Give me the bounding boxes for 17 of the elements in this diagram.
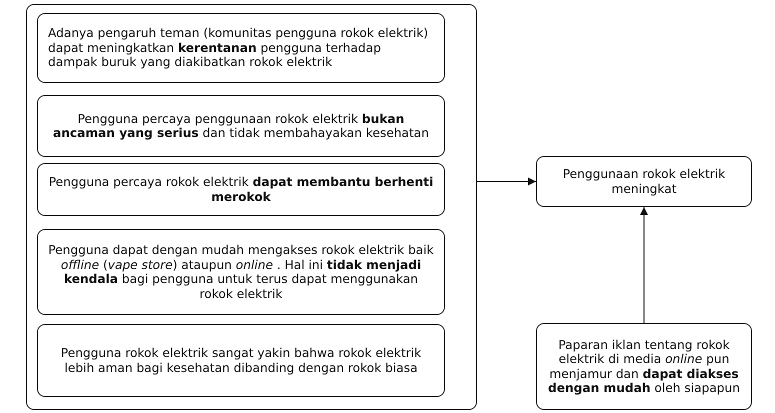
text-box xyxy=(536,323,752,410)
box-text: Penggunaan rokok elektrik meningkat xyxy=(562,167,726,196)
box-text: Adanya pengaruh teman (komunitas pengguna rokok elektrik) dapat meningkatkan kerentanan pengguna terhadap dampak buruk yang diakibatkan rokok elektrik xyxy=(48,26,430,70)
text-box xyxy=(37,163,445,216)
box-text: Pengguna rokok elektrik sangat yakin bahwa rokok elektrik lebih aman bagi kesehatan dibanding dengan rokok biasa xyxy=(60,346,422,375)
arrow xyxy=(476,178,536,186)
text-box xyxy=(37,324,445,397)
box-text: Pengguna percaya rokok elektrik dapat membantu berhenti merokok xyxy=(48,175,434,204)
text-box xyxy=(37,13,445,83)
box-text: Pengguna dapat dengan mudah mengakses rokok elektrik baik offline (vape store) ataupun online . Hal ini tidak menjadi kendala bagi pengguna untuk terus dapat menggunakan rokok elektrik xyxy=(48,243,434,301)
arrow xyxy=(640,206,648,324)
text-box xyxy=(37,95,445,157)
box-text: Pengguna percaya penggunaan rokok elektrik bukan ancaman yang serius dan tidak membahayakan kesehatan xyxy=(52,112,430,140)
box-text: Paparan iklan tentang rokok elektrik di media online pun menjamur dan dapat diakses dengan mudah oleh siapapun xyxy=(547,338,741,396)
text-box xyxy=(37,229,445,315)
group-box xyxy=(26,4,477,410)
text-box xyxy=(536,156,752,207)
